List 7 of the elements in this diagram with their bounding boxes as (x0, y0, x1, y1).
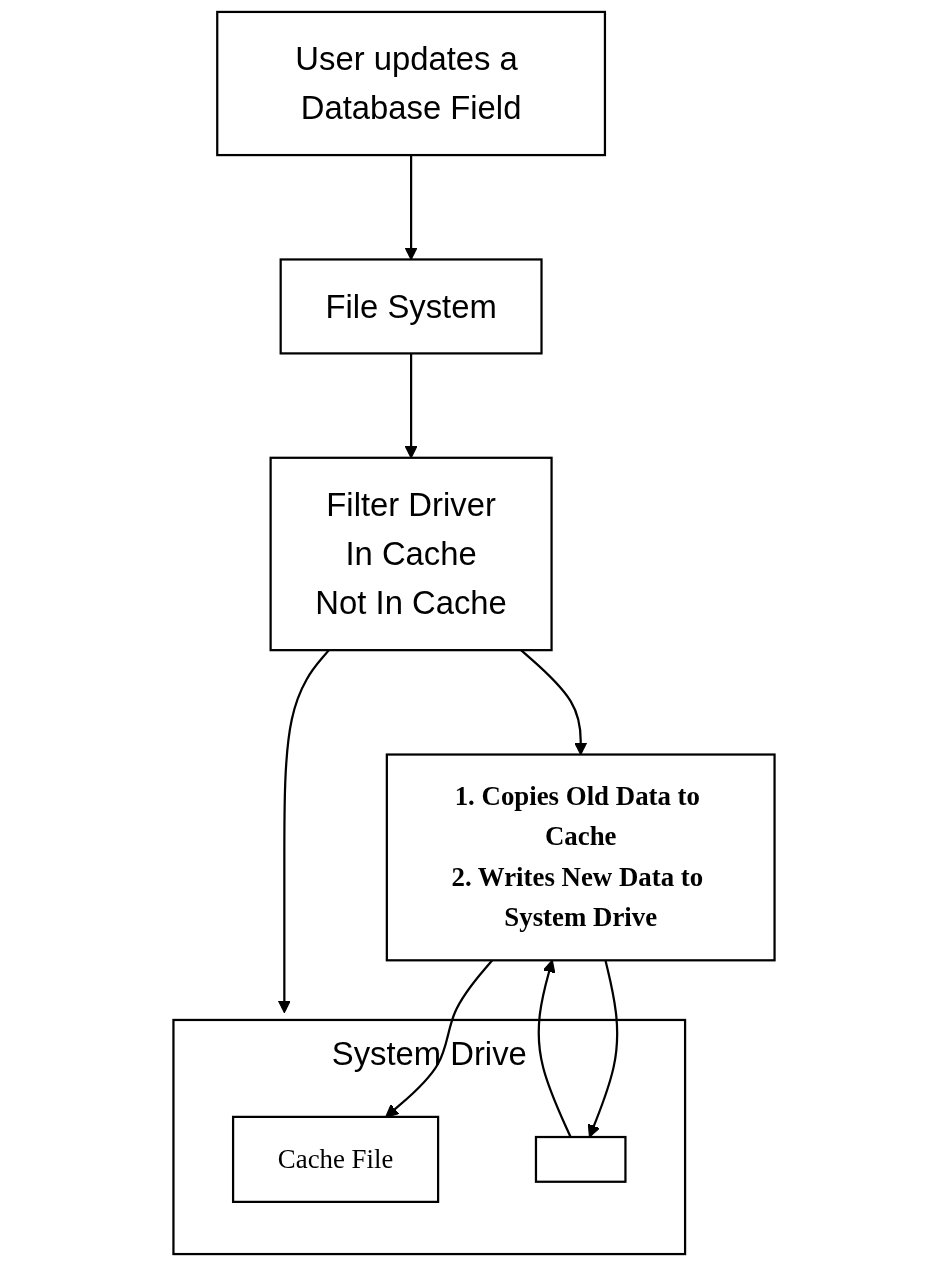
node-box: Cache File (231, 1115, 440, 1203)
node-box: 1. Copies Old Data to Cache 2. Writes New Data to System Drive (385, 753, 776, 962)
node-box: User updates a Database Field (216, 10, 607, 157)
arrow (587, 960, 619, 1138)
node-box: Filter Driver In Cache Not In Cache (269, 456, 553, 652)
node-box: File System (279, 258, 543, 355)
node-box (534, 1135, 627, 1183)
